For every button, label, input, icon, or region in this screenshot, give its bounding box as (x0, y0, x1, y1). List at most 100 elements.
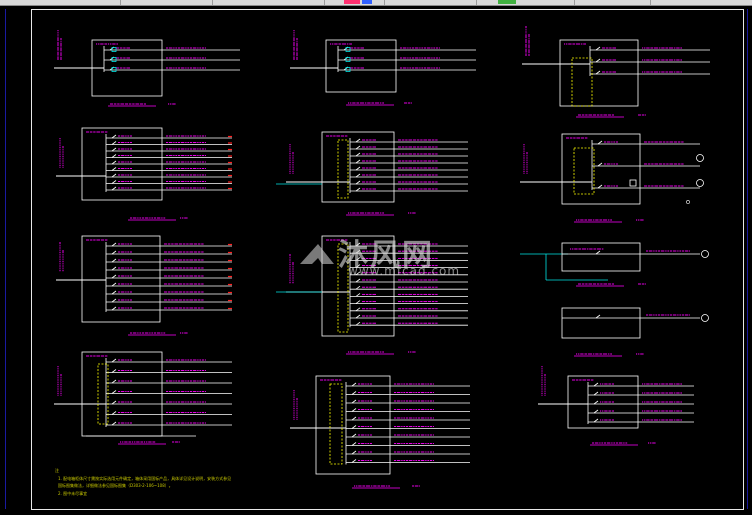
breaker-symbol (355, 138, 361, 143)
breaker-symbol (111, 250, 117, 255)
breaker-symbol (111, 290, 117, 295)
toolbar-segment[interactable] (576, 0, 651, 5)
breaker-symbol (111, 167, 117, 171)
notes-line-1: 1. 配电箱柜体尺寸需按实际选用元件确定，箱体采用国标产品，具体详见设计说明，安… (58, 476, 232, 481)
breaker-symbol (351, 442, 357, 446)
toolbar-icon[interactable] (498, 0, 516, 4)
breaker-symbol (355, 314, 361, 319)
distribution-box (561, 242, 641, 272)
drawing-sheet-border (31, 9, 744, 510)
breaker-symbol (111, 258, 117, 263)
breaker-symbol (351, 459, 357, 463)
dashed-enclosure (337, 243, 349, 333)
breaker-symbol (593, 409, 599, 414)
breaker-symbol (111, 266, 117, 271)
breaker-symbol (111, 306, 117, 311)
breaker-symbol (111, 141, 117, 145)
meter-symbol (111, 47, 117, 52)
dashed-enclosure (337, 139, 349, 199)
breaker-symbol (111, 134, 117, 139)
meter-symbol (345, 57, 351, 62)
breaker-symbol (111, 379, 117, 384)
dashed-enclosure (573, 147, 595, 195)
breaker-symbol (351, 382, 357, 387)
breaker-symbol (351, 425, 357, 429)
breaker-symbol (355, 321, 361, 326)
meter-symbol (111, 57, 117, 62)
toolbar-segment[interactable] (0, 0, 121, 5)
distribution-box (561, 133, 641, 205)
breaker-symbol (595, 58, 601, 63)
breaker-symbol (595, 46, 601, 51)
toolbar-icon[interactable] (344, 0, 360, 4)
breaker-symbol (355, 152, 361, 157)
breaker-symbol (355, 285, 361, 290)
breaker-symbol (111, 369, 117, 373)
meter-symbol (345, 67, 351, 72)
terminal-box (629, 179, 637, 187)
breaker-symbol (351, 408, 357, 412)
watermark-title: 沐风网 (338, 238, 434, 273)
breaker-symbol (355, 300, 361, 304)
toolbar-segment[interactable] (478, 0, 575, 5)
viewport-right-edge (747, 9, 748, 509)
toolbar-segment[interactable] (326, 0, 385, 5)
breaker-symbol (355, 307, 361, 312)
breaker-symbol (355, 293, 361, 297)
breaker-symbol (111, 358, 117, 363)
lamp-symbol (696, 154, 704, 162)
lamp-symbol (701, 250, 709, 258)
breaker-symbol (595, 250, 601, 255)
breaker-symbol (355, 264, 361, 268)
breaker-symbol (595, 314, 601, 319)
distribution-box (561, 307, 641, 339)
dashed-enclosure (571, 57, 593, 107)
meter-symbol (111, 67, 117, 72)
breaker-symbol (111, 154, 117, 158)
breaker-symbol (595, 70, 601, 75)
notes-line-2: 国标图集做法，详细做法参见国标图集（D303-2-106~108）。 (58, 483, 173, 488)
breaker-symbol (597, 140, 603, 145)
breaker-symbol (351, 416, 357, 421)
breaker-symbol (593, 418, 599, 423)
toolbar-segment[interactable] (386, 0, 477, 5)
breaker-symbol (597, 184, 603, 189)
toolbar-icon[interactable] (362, 0, 372, 4)
breaker-symbol (111, 160, 117, 165)
watermark-logo-icon (300, 244, 334, 264)
breaker-symbol (355, 242, 361, 247)
breaker-symbol (351, 399, 357, 404)
dashed-enclosure (329, 383, 343, 465)
breaker-symbol (593, 391, 599, 396)
breaker-symbol (351, 391, 357, 395)
breaker-symbol (111, 180, 117, 184)
application-toolbar-strip (0, 0, 752, 6)
breaker-symbol (111, 147, 117, 152)
breaker-symbol (355, 159, 361, 164)
toolbar-segment[interactable] (214, 0, 325, 5)
ground-symbol (686, 200, 690, 204)
dashed-enclosure (97, 363, 109, 425)
breaker-symbol (355, 145, 361, 150)
breaker-symbol (111, 411, 117, 415)
watermark-url: www.mfcad.com (348, 264, 461, 278)
meter-symbol (345, 47, 351, 52)
breaker-symbol (355, 173, 361, 178)
lamp-symbol (701, 314, 709, 322)
distribution-box (321, 131, 395, 203)
breaker-symbol (355, 180, 361, 185)
breaker-symbol (111, 390, 117, 394)
lamp-symbol (696, 179, 704, 187)
breaker-symbol (111, 282, 117, 287)
notes-line-3: 2. 图中未尽事宜 (58, 491, 88, 496)
breaker-symbol (355, 166, 361, 171)
breaker-symbol (111, 186, 117, 191)
toolbar-segment[interactable] (122, 0, 213, 5)
distribution-box (567, 375, 639, 429)
distribution-box (325, 39, 397, 93)
distribution-box (321, 235, 395, 337)
breaker-symbol (111, 298, 117, 303)
breaker-symbol (355, 278, 361, 283)
distribution-box (81, 235, 161, 323)
